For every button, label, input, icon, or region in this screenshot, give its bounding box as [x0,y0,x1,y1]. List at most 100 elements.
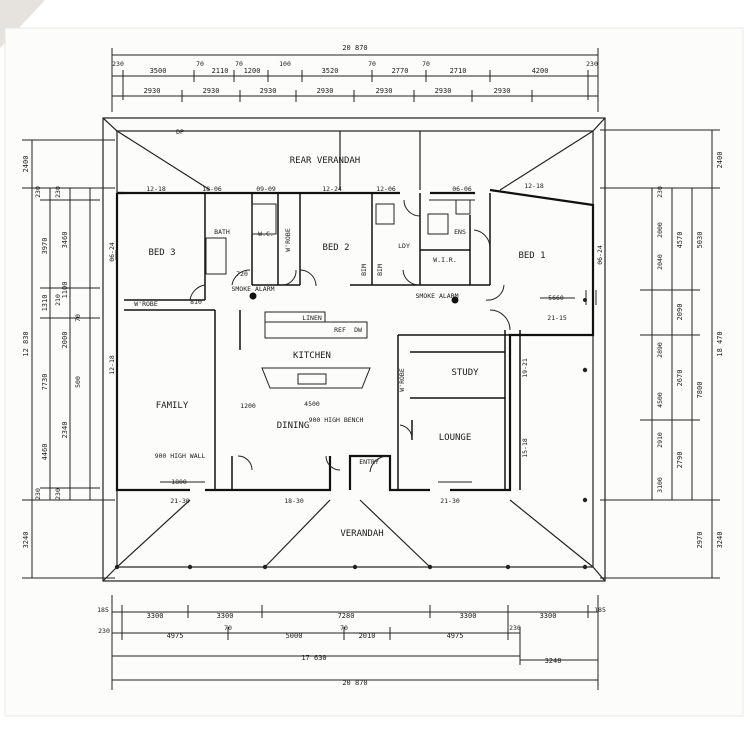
door-1800-label: 1800 [171,478,187,486]
bottom-row2-small-1: 230 [98,627,110,635]
high-wall-note: 900 HIGH WALL [155,452,206,460]
top-small-5: 70 [368,60,376,68]
internal-walls [124,193,521,490]
dining-label: DINING [277,421,310,431]
left-small-4: 70 [74,314,82,322]
left-mid-dim-2: 1310 [41,295,49,312]
ens-label: ENS [454,228,466,236]
right-inner-dim-2: 2090 [676,304,684,321]
bottom-row2-dim-3: 2010 [359,632,376,640]
bottom-dimensions: 3300 3300 7280 3300 3300 185 185 4975 50… [97,606,606,687]
top-dim-4: 3520 [322,67,339,75]
ceiling-21-30a: 21-30 [170,497,190,505]
bottom-row2-dim-4: 4975 [447,632,464,640]
glazing-markers [115,250,597,483]
top-row2-dim-7: 2930 [494,87,511,95]
ceiling-15-18: 15-18 [521,438,529,458]
door-720-label: 720 [236,270,248,278]
ceiling-21-30b: 21-30 [440,497,460,505]
door-swings [189,199,511,473]
right-small-3: 2040 [656,254,664,270]
top-row2-dim-6: 2930 [435,87,452,95]
top-row2-dim-1: 2930 [144,87,161,95]
entry-label: ENTRY [359,458,379,466]
top-small-1: 230 [112,60,124,68]
left-dimensions: 2400 12 830 3240 3970 1310 7730 4460 346… [22,156,82,549]
top-overall-dim: 20 870 [342,44,367,52]
ceiling-12-24: 12-24 [322,185,342,193]
left-mid-dim-1: 3970 [41,238,49,255]
ref-label: REF [334,326,346,334]
right-inner-dim-1: 4570 [676,232,684,249]
right-small-7: 3100 [656,477,664,493]
top-small-2: 70 [196,60,204,68]
right-mid-dim-2: 7800 [696,382,704,399]
high-bench-note: 900 HIGH BENCH [309,416,364,424]
bottom-overall-dim: 20 870 [342,679,367,687]
top-row2-dim-3: 2930 [260,87,277,95]
top-dim-3: 1200 [244,67,261,75]
right-small-2: 2000 [656,222,664,238]
left-mid-dim-3: 7730 [41,374,49,391]
ceiling-12-18b: 12-18 [524,182,544,190]
right-inner-dim-3: 2670 [676,370,684,387]
bottom-row2-dim-1: 4975 [167,632,184,640]
right-mid-dim-3: 2970 [696,532,704,549]
right-small-6: 2910 [656,432,664,448]
lounge-label: LOUNGE [439,433,472,443]
left-small-5: 230 [54,488,62,500]
top-dim-1: 3500 [150,67,167,75]
top-dimensions: 20 870 3500 2110 1200 3520 2770 2710 420… [112,44,598,95]
wir-label: W.I.R. [433,256,456,264]
left-outer-dim-1: 2400 [22,156,30,173]
right-outer-dim-2: 18 470 [716,331,724,356]
left-small-3: 210 [54,294,62,306]
bottom-dim-3: 7280 [338,612,355,620]
kitchen-fittings [205,199,475,389]
left-inner-dim-2: 1100 [61,282,69,299]
top-row2-dim-5: 2930 [376,87,393,95]
ceiling-06-06: 06-06 [452,185,472,193]
bottom-row2-small-4: 230 [509,624,521,632]
right-dimensions: 2400 18 470 3240 5030 7800 2970 4570 209… [656,152,724,549]
kitchen-label: KITCHEN [293,351,331,361]
verandah-posts [114,298,588,570]
top-small-3: 70 [235,60,243,68]
bottom-dim-5: 3300 [540,612,557,620]
ceiling-18-30: 18-30 [284,497,304,505]
left-small-1: 230 [34,186,42,198]
left-small-6: 500 [74,376,82,388]
room-labels: REAR VERANDAH BED 3 BATH W.C. W'ROBE BED… [134,156,545,539]
left-mid-dim-4: 4460 [41,444,49,461]
right-outer-dim-3: 3240 [716,532,724,549]
bottom-row2-dim-2: 5000 [286,632,303,640]
ceiling-06-24a: 06-24 [108,242,116,262]
bottom-row2-small-2: 70 [224,624,232,632]
ceiling-12-06: 12-06 [376,185,396,193]
ceiling-09-09: 09-09 [256,185,276,193]
downpipe-label: DP [176,128,184,136]
bottom-small-1: 185 [97,606,109,614]
door-5660-label: 5660 [548,294,564,302]
rear-verandah-label: REAR VERANDAH [290,156,360,166]
bottom-row2-small-3: 70 [340,624,348,632]
right-small-1: 230 [656,186,664,198]
ceiling-19-21: 19-21 [521,358,529,378]
top-dim-7: 4200 [532,67,549,75]
study-label: STUDY [451,368,479,378]
top-row2-dim-4: 2930 [317,87,334,95]
ceiling-12-18a: 12-18 [146,185,166,193]
top-small-4: 100 [279,60,291,68]
bottom-dim-2: 3300 [217,612,234,620]
verandah-label: VERANDAH [340,529,383,539]
top-dim-2: 2110 [212,67,229,75]
left-inner-dim-4: 2340 [61,422,69,439]
bottom-row3-side-dim: 3240 [545,657,562,665]
linen-label: LINEN [302,314,322,322]
right-outer-dim-1: 2400 [716,152,724,169]
door-4500-label: 4500 [304,400,320,408]
top-dim-5: 2770 [392,67,409,75]
left-inner-dim-3: 2000 [61,332,69,349]
bottom-small-2: 185 [594,606,606,614]
